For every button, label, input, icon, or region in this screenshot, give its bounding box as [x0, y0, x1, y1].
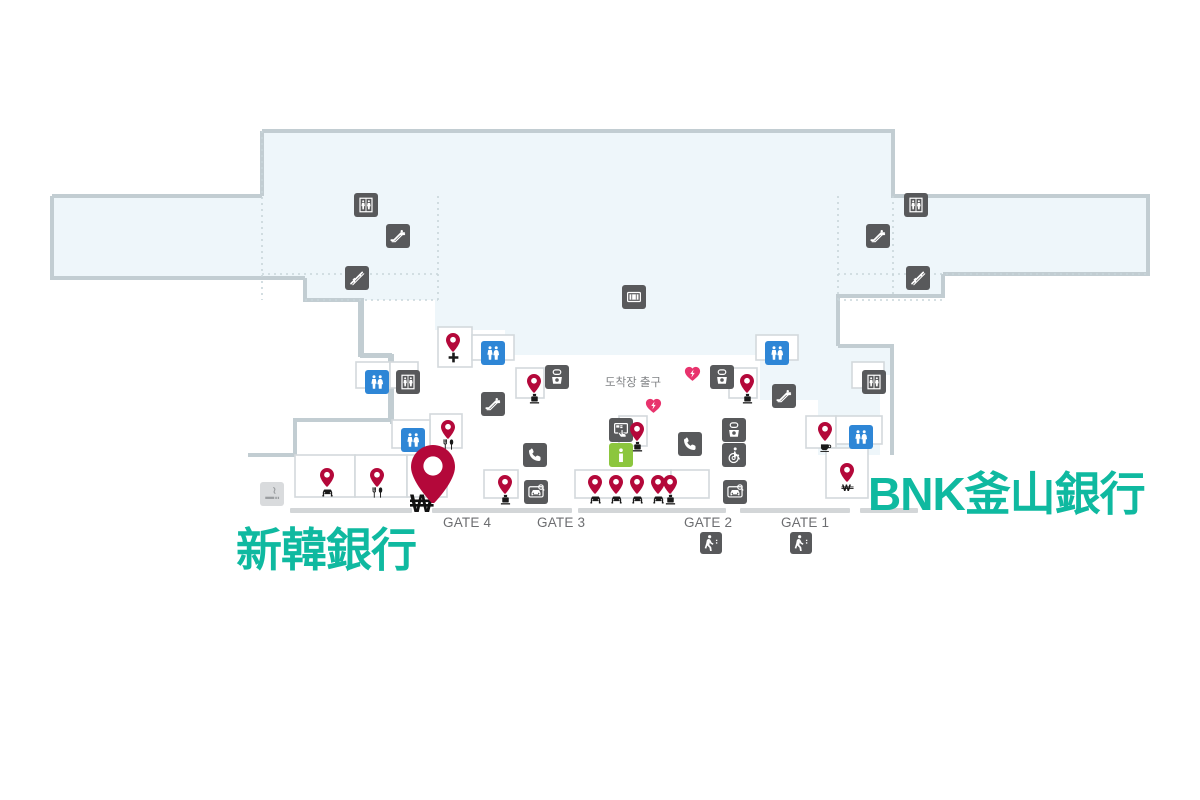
pin-pharmacy[interactable] [446, 333, 460, 368]
escalator-icon[interactable] [772, 384, 796, 408]
pin-bus-stop[interactable] [630, 475, 644, 510]
restroom-icon[interactable] [401, 428, 425, 452]
restroom-icon[interactable] [765, 341, 789, 365]
crosswalk-icon[interactable] [700, 532, 722, 554]
elevator-icon[interactable] [396, 370, 420, 394]
kiosk-icon[interactable] [609, 418, 633, 442]
pin-glyph [741, 392, 754, 409]
pin-atm[interactable] [663, 475, 677, 510]
telephone-icon[interactable] [678, 432, 702, 456]
pin-shape [320, 468, 334, 487]
pin-glyph [321, 486, 334, 503]
pin-glyph [819, 440, 832, 457]
pin-shape [588, 475, 602, 494]
pin-shape [441, 420, 455, 439]
pin-shape [609, 475, 623, 494]
escalator-icon[interactable] [866, 224, 890, 248]
pin-shape [740, 374, 754, 393]
pin-shape [630, 475, 644, 494]
crosswalk-icon[interactable] [790, 532, 812, 554]
pin-shape [630, 422, 644, 441]
pin-shape [818, 422, 832, 441]
pin-glyph [631, 440, 644, 457]
moving-walkway-icon[interactable] [345, 266, 369, 290]
pin-atm[interactable] [498, 475, 512, 510]
baby-care-icon[interactable] [710, 365, 734, 389]
moving-walkway-icon[interactable] [906, 266, 930, 290]
pin-glyph [442, 438, 455, 455]
pin-glyph [631, 493, 644, 510]
bank-label-bnk-busan: BNK釜山銀行 [868, 468, 1146, 520]
pin-shape [370, 468, 384, 487]
pin-atm[interactable] [527, 374, 541, 409]
pin-glyph [840, 481, 854, 498]
curb-strip [290, 508, 412, 513]
baby-care-icon[interactable] [722, 418, 746, 442]
telephone-icon[interactable] [523, 443, 547, 467]
car-rental-icon[interactable] [723, 480, 747, 504]
elevator-icon[interactable] [862, 370, 886, 394]
pin-shape [498, 475, 512, 494]
escalator-icon[interactable] [386, 224, 410, 248]
pin-bus-stop[interactable] [651, 475, 665, 510]
pin-bus-stop[interactable] [320, 468, 334, 503]
gate-label-4: GATE 1 [781, 515, 830, 530]
pin-restaurant[interactable] [370, 468, 384, 503]
pin-glyph [447, 351, 460, 368]
selected-location-pin[interactable] [411, 445, 455, 503]
gate-label-3: GATE 2 [684, 515, 733, 530]
aed-icon[interactable] [683, 364, 702, 383]
gate-label-1: GATE 4 [443, 515, 492, 530]
pin-glyph [652, 493, 665, 510]
pin-glyph [499, 493, 512, 510]
car-rental-icon[interactable] [524, 480, 548, 504]
pin-atm[interactable] [740, 374, 754, 409]
smoking-area-icon[interactable] [260, 482, 284, 506]
pin-shape [446, 333, 460, 352]
pin-restaurant[interactable] [441, 420, 455, 455]
pin-shape [651, 475, 665, 494]
pin-shape [663, 475, 677, 494]
wheelchair-icon[interactable] [722, 443, 746, 467]
curb-strip [860, 508, 918, 513]
pin-glyph [589, 493, 602, 510]
arrivals-exit-label: 도착장 출구 [605, 377, 662, 389]
information-icon[interactable] [609, 443, 633, 467]
pin-bus-stop[interactable] [609, 475, 623, 510]
baggage-claim-icon[interactable] [622, 285, 646, 309]
bank-label-shinhan: 新韓銀行 [236, 524, 417, 576]
pin-cafe[interactable] [818, 422, 832, 457]
pin-bank[interactable] [840, 463, 854, 498]
pin-glyph [528, 392, 541, 409]
restroom-icon[interactable] [365, 370, 389, 394]
curb-strip [578, 508, 726, 513]
curb-strip [432, 508, 572, 513]
selected-pin-shape [411, 445, 455, 503]
baby-care-icon[interactable] [545, 365, 569, 389]
concourse-fill [52, 131, 1148, 455]
pin-shape [840, 463, 854, 482]
pin-glyph [610, 493, 623, 510]
curb-strip [740, 508, 850, 513]
restroom-icon[interactable] [481, 341, 505, 365]
elevator-icon[interactable] [354, 193, 378, 217]
aed-icon[interactable] [644, 396, 663, 415]
restroom-icon[interactable] [849, 425, 873, 449]
pin-shape [527, 374, 541, 393]
gate-label-2: GATE 3 [537, 515, 586, 530]
escalator-icon[interactable] [481, 392, 505, 416]
elevator-icon[interactable] [904, 193, 928, 217]
pin-atm[interactable] [630, 422, 644, 457]
pin-glyph [371, 486, 384, 503]
pin-glyph [664, 493, 677, 510]
pin-bus-stop[interactable] [588, 475, 602, 510]
